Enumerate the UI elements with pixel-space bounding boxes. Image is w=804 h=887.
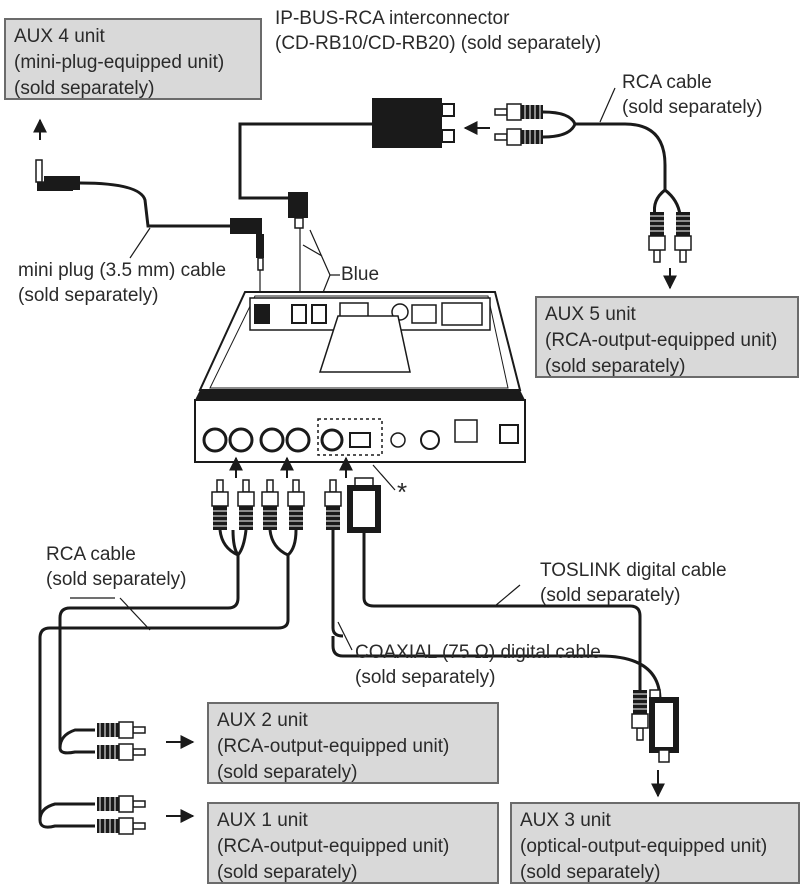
aux2-sold: (sold separately) — [217, 762, 358, 783]
aux5-desc: (RCA-output-equipped unit) — [545, 330, 778, 351]
aux1-sold: (sold separately) — [217, 862, 358, 883]
toslink-line1: TOSLINK digital cable — [540, 560, 727, 581]
mini-plug-cable — [33, 118, 264, 300]
coaxial-line2: (sold separately) — [355, 667, 496, 688]
rca-cable-top-line2: (sold separately) — [622, 97, 763, 118]
aux1-plugs — [38, 795, 195, 835]
aux2-plugs — [58, 721, 195, 761]
aux3-sold: (sold separately) — [520, 862, 661, 883]
aux3-title: AUX 3 unit — [520, 810, 611, 831]
aux4-desc: (mini-plug-equipped unit) — [14, 52, 225, 73]
interconnector-line2: (CD-RB10/CD-RB20) (sold separately) — [275, 33, 602, 54]
aux4-title: AUX 4 unit — [14, 26, 105, 47]
coaxial-label: COAXIAL (75 Ω) digital cable (sold separ… — [355, 640, 601, 690]
mini-plug-cable-label: mini plug (3.5 mm) cable (sold separatel… — [18, 258, 226, 308]
interconnector-box — [238, 98, 455, 300]
blue-label: Blue — [341, 264, 380, 285]
aux1-title: AUX 1 unit — [217, 810, 308, 831]
aux5-title: AUX 5 unit — [545, 304, 636, 325]
aux2-title: AUX 2 unit — [217, 710, 308, 731]
aux2-unit-box: AUX 2 unit (RCA-output-equipped unit) (s… — [207, 702, 499, 784]
front-rca-plugs — [211, 477, 381, 558]
aux1-unit-box: AUX 1 unit (RCA-output-equipped unit) (s… — [207, 802, 499, 884]
interconnector-label: IP-BUS-RCA interconnector (CD-RB10/CD-RB… — [275, 6, 601, 56]
rca-cable-top — [494, 87, 692, 290]
aux4-sold: (sold separately) — [14, 78, 155, 99]
interconnector-line1: IP-BUS-RCA interconnector — [275, 8, 510, 29]
rca-cable-top-line1: RCA cable — [622, 72, 712, 93]
aux2-desc: (RCA-output-equipped unit) — [217, 736, 450, 757]
toslink-line2: (sold separately) — [540, 585, 681, 606]
aux4-unit-box: AUX 4 unit (mini-plug-equipped unit) (so… — [4, 18, 262, 100]
aux5-sold: (sold separately) — [545, 356, 686, 377]
rca-cable-left-line2: (sold separately) — [46, 569, 187, 590]
asterisk-mark: * — [397, 477, 408, 507]
toslink-label: TOSLINK digital cable (sold separately) — [540, 558, 727, 608]
aux3-plugs — [631, 689, 679, 798]
rca-cable-left-label: RCA cable (sold separately) — [46, 542, 186, 592]
rca-cable-left-line1: RCA cable — [46, 544, 136, 565]
aux1-desc: (RCA-output-equipped unit) — [217, 836, 450, 857]
aux3-unit-box: AUX 3 unit (optical-output-equipped unit… — [510, 802, 800, 884]
aux5-unit-box: AUX 5 unit (RCA-output-equipped unit) (s… — [535, 296, 799, 378]
aux3-desc: (optical-output-equipped unit) — [520, 836, 768, 857]
mini-plug-line2: (sold separately) — [18, 285, 159, 306]
mini-plug-line1: mini plug (3.5 mm) cable — [18, 260, 227, 281]
rca-cable-top-label: RCA cable (sold separately) — [622, 70, 762, 120]
main-unit — [194, 291, 526, 463]
coaxial-line1: COAXIAL (75 Ω) digital cable — [355, 642, 601, 663]
